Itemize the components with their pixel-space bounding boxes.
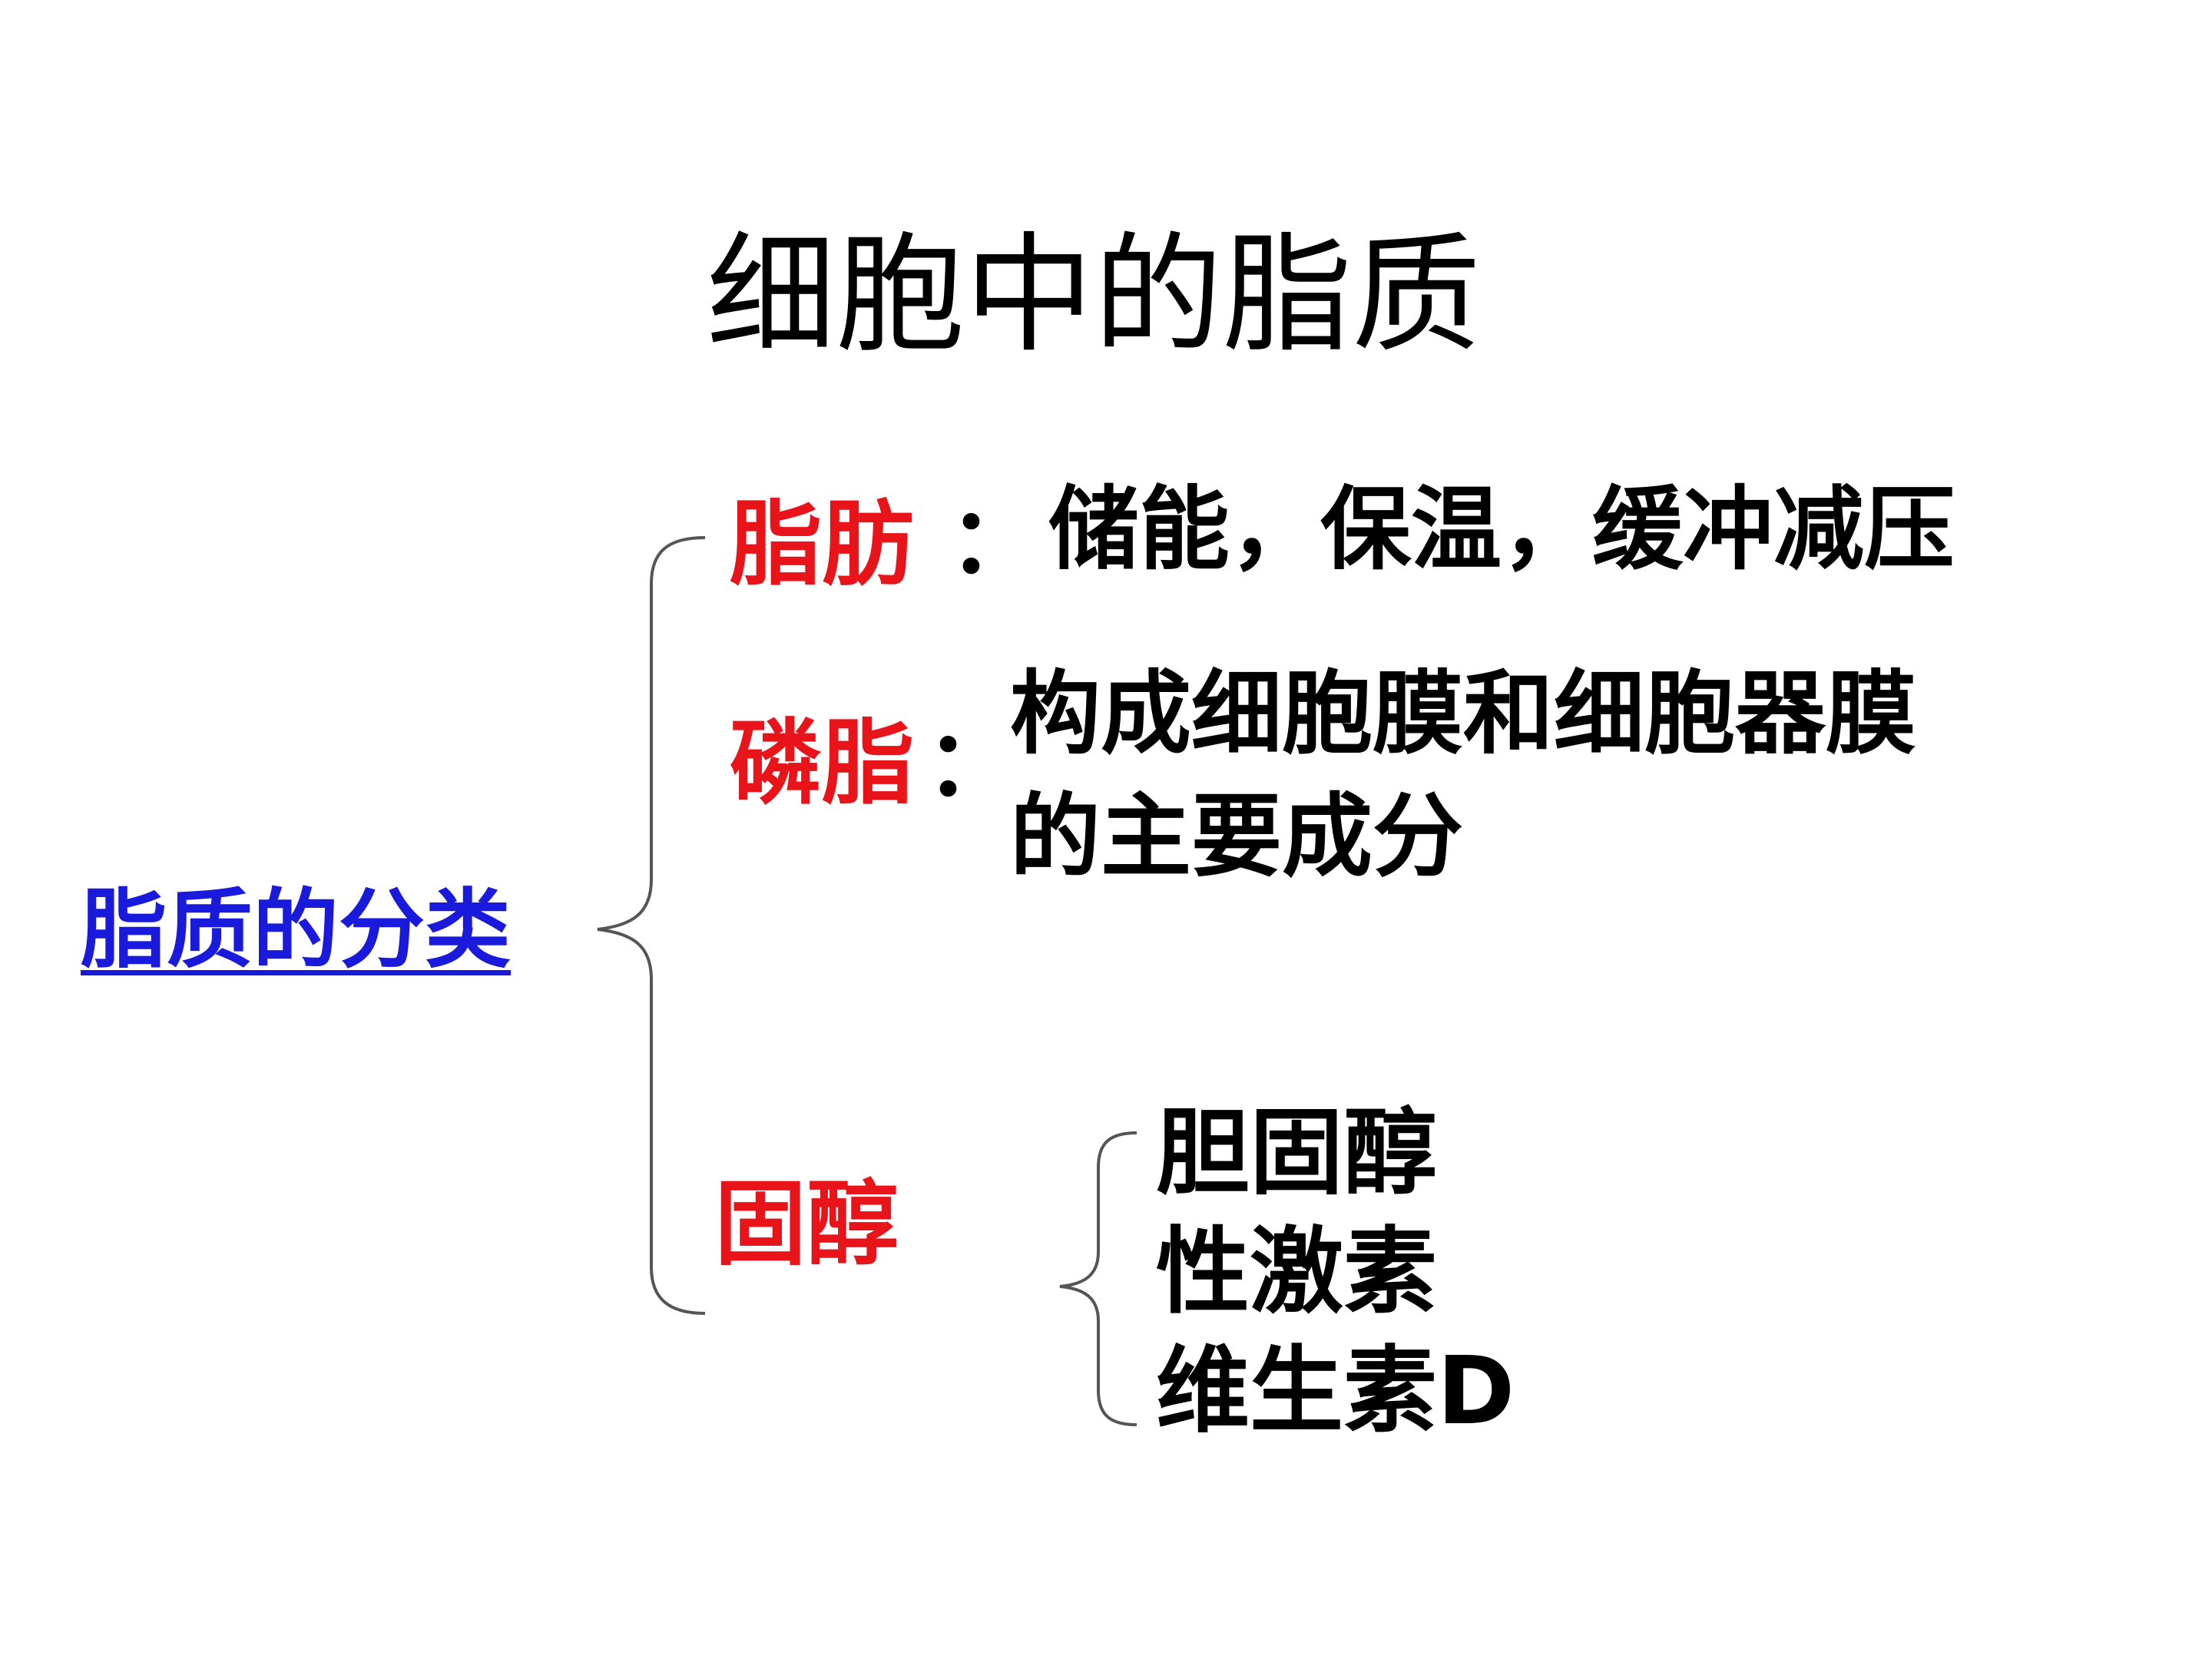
category-phospholipid-label: 磷脂 <box>730 710 914 817</box>
page-title: 细胞中的脂质 <box>707 220 1481 370</box>
lipid-classification-link[interactable]: 脂质的分类 <box>81 880 511 980</box>
category-fat-description: 储能，保温，缓冲减压 <box>1048 476 1955 582</box>
sterol-subtype-sex-hormone: 性激素 <box>1156 1217 1437 1326</box>
category-fat-colon: ： <box>949 488 1040 594</box>
sterol-subtype-cholesterol: 胆固醇 <box>1156 1098 1437 1207</box>
category-phospholipid-description-line-2: 的主要成分 <box>1010 783 1464 889</box>
main-brace <box>597 536 706 1315</box>
category-sterol-label: 固醇 <box>714 1171 899 1278</box>
sterol-subtype-vitamin-d: 维生素D <box>1156 1336 1515 1445</box>
category-phospholipid-description-line-1: 构成细胞膜和细胞器膜 <box>1010 661 1917 767</box>
category-phospholipid-colon: ： <box>926 710 1017 816</box>
category-fat-label: 脂肪 <box>730 492 914 598</box>
sterol-brace <box>1059 1131 1137 1426</box>
